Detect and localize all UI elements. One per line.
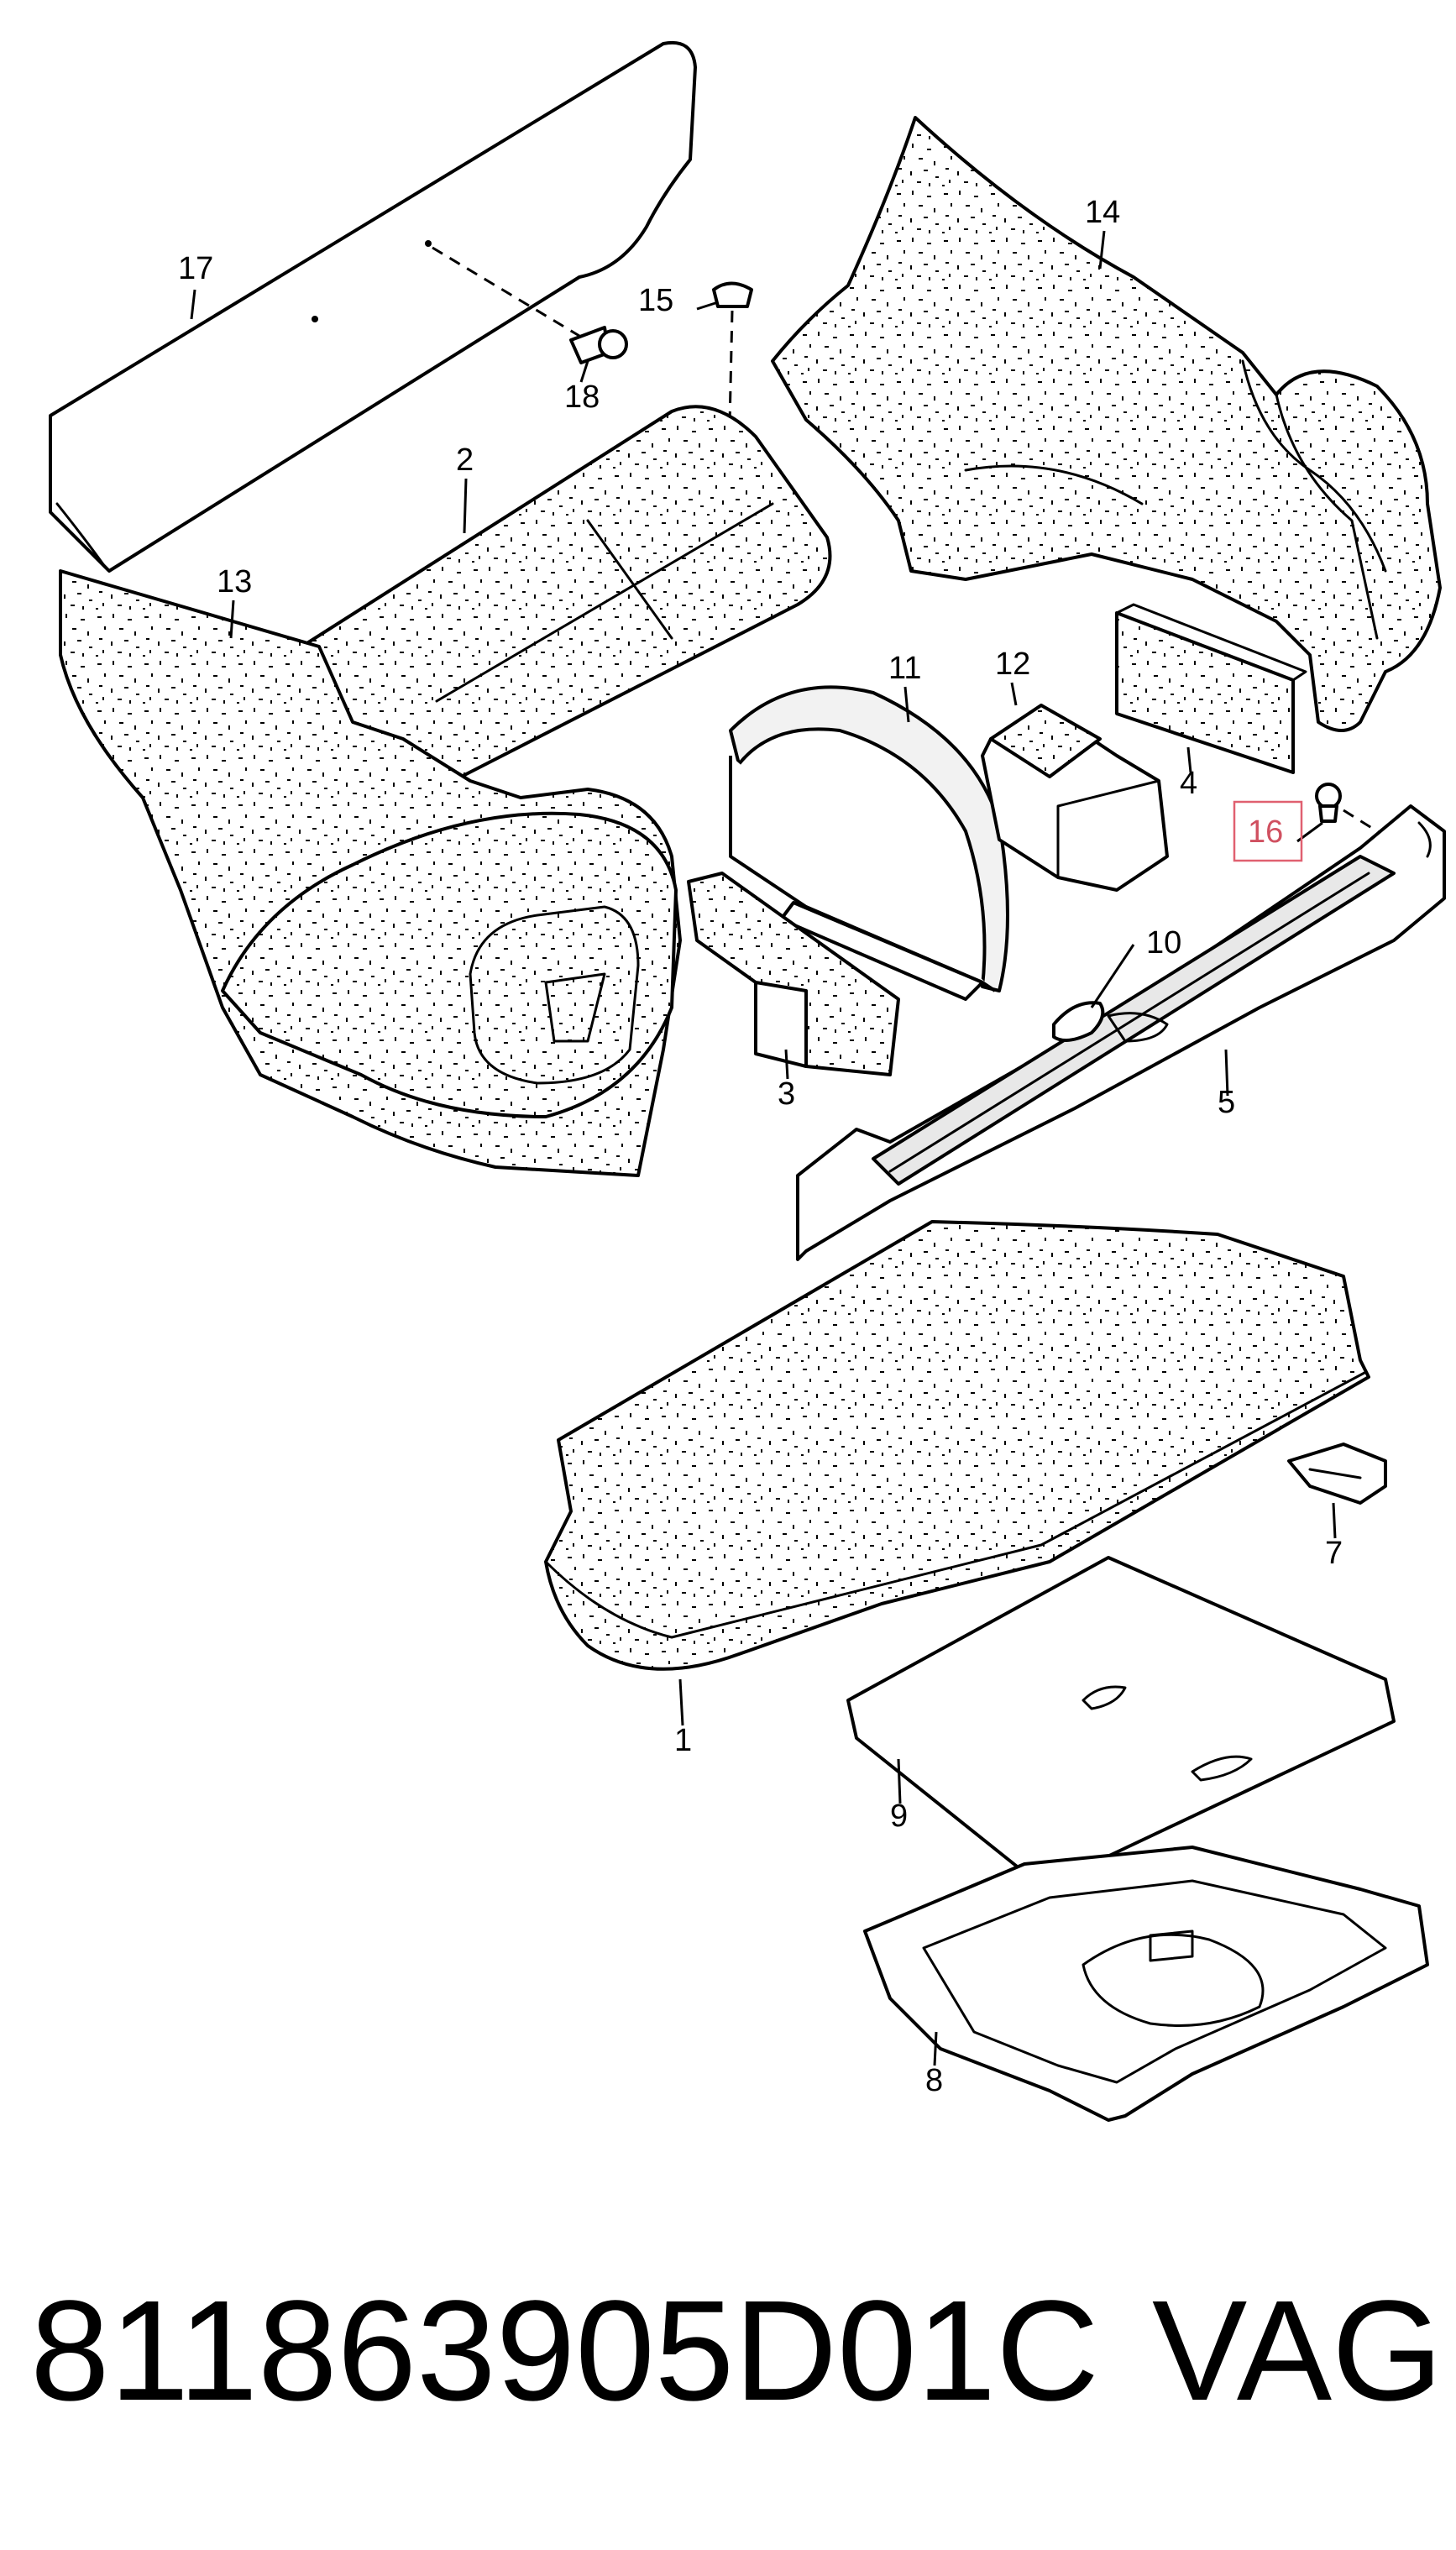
label-18: 18 (564, 380, 600, 415)
label-15: 15 (638, 283, 673, 318)
part-12-box-trim (981, 704, 1169, 892)
label-16: 16 (1248, 814, 1283, 850)
part-13-side-trim (59, 569, 682, 1177)
part-3-bracket-plate (687, 872, 900, 1076)
part-number: 811863905D01C (30, 2271, 1099, 2431)
part-10-clip (1052, 1001, 1105, 1042)
leader-lines (190, 230, 1337, 2066)
part-4-pad (1115, 603, 1307, 774)
label-4: 4 (1180, 766, 1197, 801)
highlight-box (1233, 800, 1303, 862)
part-8-wheel-tray (863, 1846, 1429, 2122)
label-9: 9 (890, 1799, 908, 1834)
part-18-screw (432, 246, 628, 364)
label-8: 8 (925, 2063, 943, 2098)
brand-name: VAG (1152, 2271, 1443, 2431)
highlight-callout-16: 16 (1233, 800, 1303, 862)
label-13: 13 (217, 564, 252, 600)
label-12: 12 (995, 647, 1030, 682)
part-9-cover-board (846, 1556, 1396, 1882)
part-11-bracket (729, 685, 1009, 1001)
parts-diagram: 17 2 13 15 18 14 11 12 4 10 5 3 1 7 9 8 … (49, 40, 1446, 2122)
label-17: 17 (178, 251, 213, 286)
part-17-parcel-shelf (49, 40, 697, 573)
label-14: 14 (1085, 195, 1120, 230)
part-1-floor-mat (544, 1220, 1370, 1671)
label-5: 5 (1218, 1085, 1235, 1120)
label-3: 3 (778, 1076, 795, 1112)
label-7: 7 (1325, 1536, 1343, 1571)
part-labels: 17 2 13 15 18 14 11 12 4 10 5 3 1 7 9 8 (178, 195, 1343, 2098)
label-2: 2 (456, 442, 474, 478)
label-11: 11 (888, 651, 921, 686)
label-10: 10 (1146, 925, 1181, 961)
part-7-bracket (1287, 1443, 1387, 1505)
part-5-sill-trim (796, 804, 1446, 1261)
part-14-rear-side-panel (771, 116, 1442, 732)
label-1: 1 (674, 1723, 692, 1758)
